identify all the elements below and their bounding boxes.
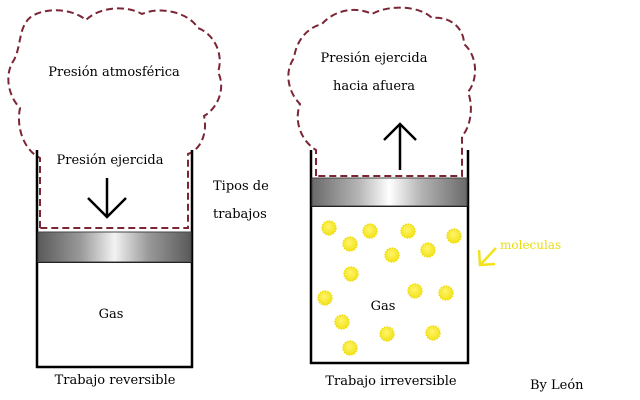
center-title: Tipos de trabajos: [213, 179, 269, 222]
pointer-arrow-icon: [477, 247, 497, 267]
right-cloud-label-line-1: Presión ejercida: [321, 51, 428, 66]
molecule: [343, 266, 359, 282]
molecule: [317, 290, 333, 306]
left-gas-label: Gas: [99, 307, 124, 322]
left-atmosphere-cloud: [7, 7, 223, 229]
right-cloud-label-line-2: hacia afuera: [333, 79, 415, 94]
left-cloud-label: Presión atmosférica: [48, 65, 180, 80]
gas-molecules: [317, 220, 462, 356]
molecule: [362, 223, 378, 239]
molecule: [342, 236, 358, 252]
left-caption: Trabajo reversible: [55, 373, 176, 388]
right-outward-cloud: [287, 6, 476, 177]
left-panel: Presión atmosférica Presión ejercida Gas…: [7, 7, 223, 388]
molecule: [438, 285, 454, 301]
molecule: [420, 242, 436, 258]
up-arrow-icon: [383, 122, 417, 170]
molecule: [379, 326, 395, 342]
right-caption: Trabajo irreversible: [325, 374, 457, 389]
right-gas-label: Gas: [371, 299, 396, 314]
title-line-1: Tipos de: [213, 179, 269, 194]
molecule: [400, 223, 416, 239]
molecules-label: moleculas: [500, 238, 561, 252]
molecule: [425, 325, 441, 341]
molecule: [342, 340, 358, 356]
down-arrow-icon: [87, 178, 127, 219]
title-line-2: trabajos: [213, 207, 267, 222]
left-piston: [37, 231, 192, 263]
left-pressure-label: Presión ejercida: [57, 153, 164, 168]
molecule: [334, 314, 350, 330]
right-piston: [311, 177, 468, 207]
right-panel: Presión ejercida hacia afuera Gas Trabaj…: [287, 6, 561, 389]
molecule: [446, 228, 462, 244]
molecule: [407, 283, 423, 299]
molecule: [384, 247, 400, 263]
author-credit: By León: [530, 378, 584, 393]
molecule: [321, 220, 337, 236]
